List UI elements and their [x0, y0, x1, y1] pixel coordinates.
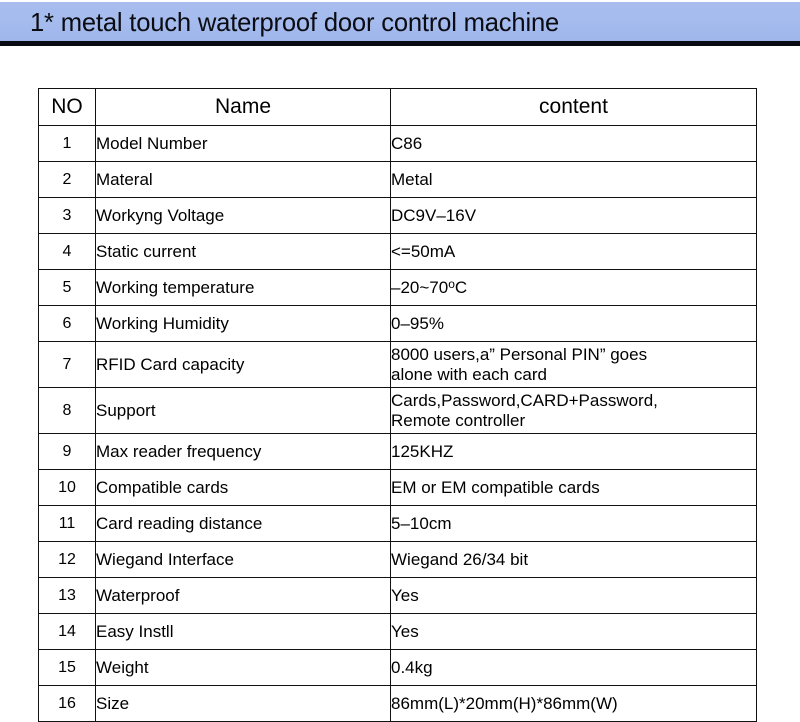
cell-name: Max reader frequency — [95, 433, 391, 470]
cell-content: 0–95% — [390, 305, 757, 342]
cell-no: 12 — [38, 541, 96, 578]
cell-name: Workyng Voltage — [95, 197, 391, 234]
cell-name: Working temperature — [95, 269, 391, 306]
cell-no: 5 — [38, 269, 96, 306]
cell-name: Static current — [95, 233, 391, 270]
cell-content: Cards,Password,CARD+Password,Remote cont… — [390, 387, 757, 434]
cell-content: DC9V–16V — [390, 197, 757, 234]
column-header-no: NO — [38, 88, 96, 126]
cell-no: 7 — [38, 341, 96, 388]
cell-name: Card reading distance — [95, 505, 391, 542]
page-title: 1* metal touch waterproof door control m… — [30, 6, 560, 37]
title-banner: 1* metal touch waterproof door control m… — [0, 2, 800, 46]
degree-icon: o — [448, 276, 455, 291]
cell-name: Size — [95, 685, 391, 722]
cell-no: 2 — [38, 161, 96, 198]
cell-content: 5–10cm — [390, 505, 757, 542]
cell-content: EM or EM compatible cards — [390, 469, 757, 506]
cell-no: 11 — [38, 505, 96, 542]
cell-content: 0.4kg — [390, 649, 757, 686]
cell-name: Weight — [95, 649, 391, 686]
cell-content-line: Cards,Password,CARD+Password, — [391, 391, 658, 411]
cell-no: 8 — [38, 387, 96, 434]
cell-content-post: C — [454, 277, 468, 297]
cell-no: 13 — [38, 577, 96, 614]
cell-name: Working Humidity — [95, 305, 391, 342]
cell-no: 6 — [38, 305, 96, 342]
cell-content: C86 — [390, 125, 757, 162]
cell-name: Easy Instll — [95, 613, 391, 650]
cell-name: Model Number — [95, 125, 391, 162]
cell-content: –20~70oC — [390, 269, 757, 306]
cell-content: <=50mA — [390, 233, 757, 270]
cell-content: Metal — [390, 161, 757, 198]
cell-no: 1 — [38, 125, 96, 162]
cell-content: Yes — [390, 613, 757, 650]
cell-content: 125KHZ — [390, 433, 757, 470]
table-header-row: NO Name content — [38, 88, 757, 126]
cell-name: Materal — [95, 161, 391, 198]
cell-no: 15 — [38, 649, 96, 686]
cell-no: 9 — [38, 433, 96, 470]
cell-no: 10 — [38, 469, 96, 506]
cell-no: 16 — [38, 685, 96, 722]
cell-content: Yes — [390, 577, 757, 614]
cell-name: Waterproof — [95, 577, 391, 614]
cell-content: 86mm(L)*20mm(H)*86mm(W) — [390, 685, 757, 722]
cell-content-line: 8000 users,a” Personal PIN” goes — [391, 345, 648, 365]
cell-content-pre: –20~70 — [391, 277, 449, 297]
cell-no: 4 — [38, 233, 96, 270]
cell-content: Wiegand 26/34 bit — [390, 541, 757, 578]
column-header-content: content — [390, 88, 757, 126]
cell-content-line: alone with each card — [391, 364, 547, 384]
cell-name: Wiegand Interface — [95, 541, 391, 578]
cell-no: 3 — [38, 197, 96, 234]
cell-content-line: Remote controller — [391, 410, 526, 430]
cell-name: Compatible cards — [95, 469, 391, 506]
cell-no: 14 — [38, 613, 96, 650]
cell-name: Support — [95, 387, 391, 434]
column-header-name: Name — [95, 88, 391, 126]
cell-name: RFID Card capacity — [95, 341, 391, 388]
